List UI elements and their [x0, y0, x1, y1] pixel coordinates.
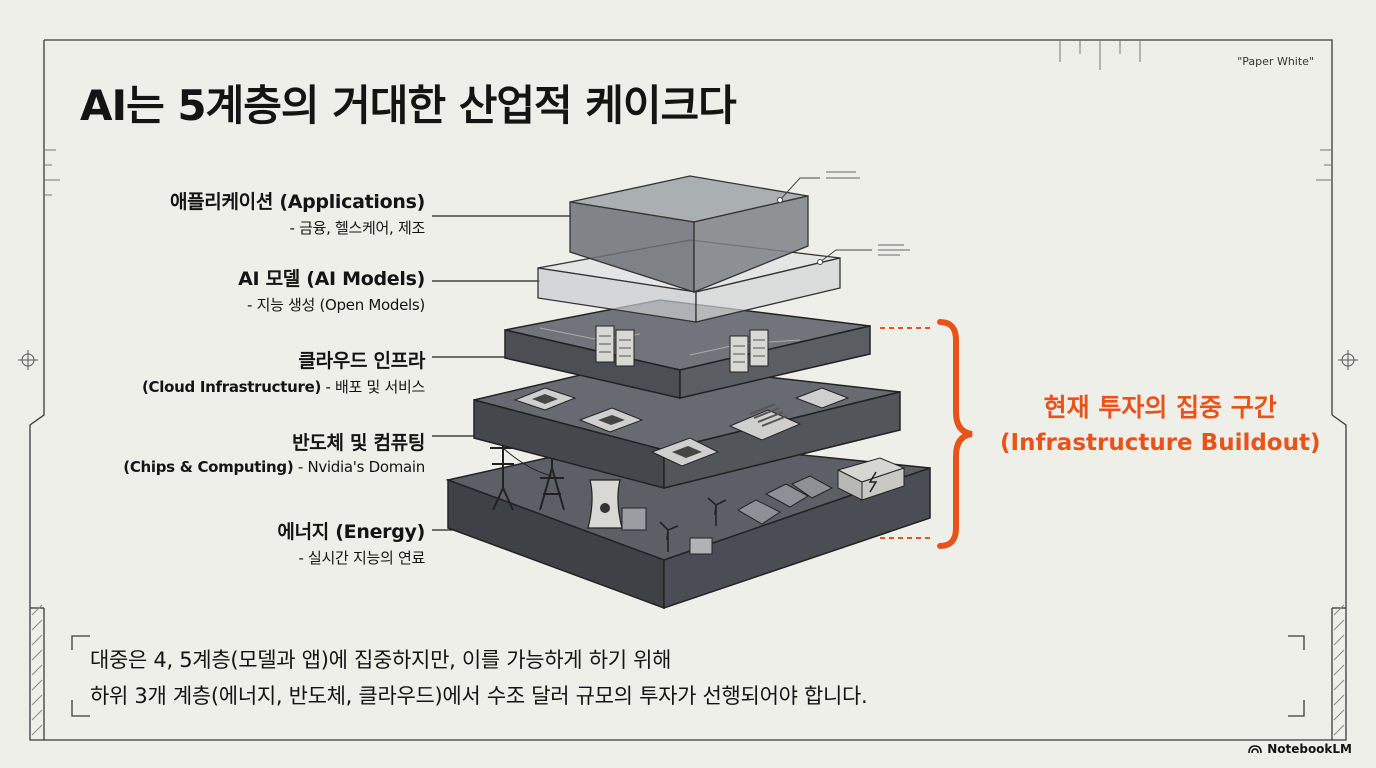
focus-line2: (Infrastructure Buildout) [1000, 430, 1320, 456]
notebooklm-logo-icon [1248, 744, 1262, 754]
brand-name: NotebookLM [1267, 742, 1352, 756]
summary-line2: 하위 3개 계층(에너지, 반도체, 클라우드)에서 수조 달러 규모의 투자가… [90, 678, 867, 714]
investment-focus-label: 현재 투자의 집중 구간 (Infrastructure Buildout) [1000, 388, 1320, 456]
focus-line1: 현재 투자의 집중 구간 [1000, 388, 1320, 424]
summary-text: 대중은 4, 5계층(모델과 앱)에 집중하지만, 이를 가능하게 하기 위해 … [90, 642, 867, 714]
summary-line1: 대중은 4, 5계층(모델과 앱)에 집중하지만, 이를 가능하게 하기 위해 [90, 642, 867, 678]
brand: NotebookLM [1248, 742, 1352, 756]
